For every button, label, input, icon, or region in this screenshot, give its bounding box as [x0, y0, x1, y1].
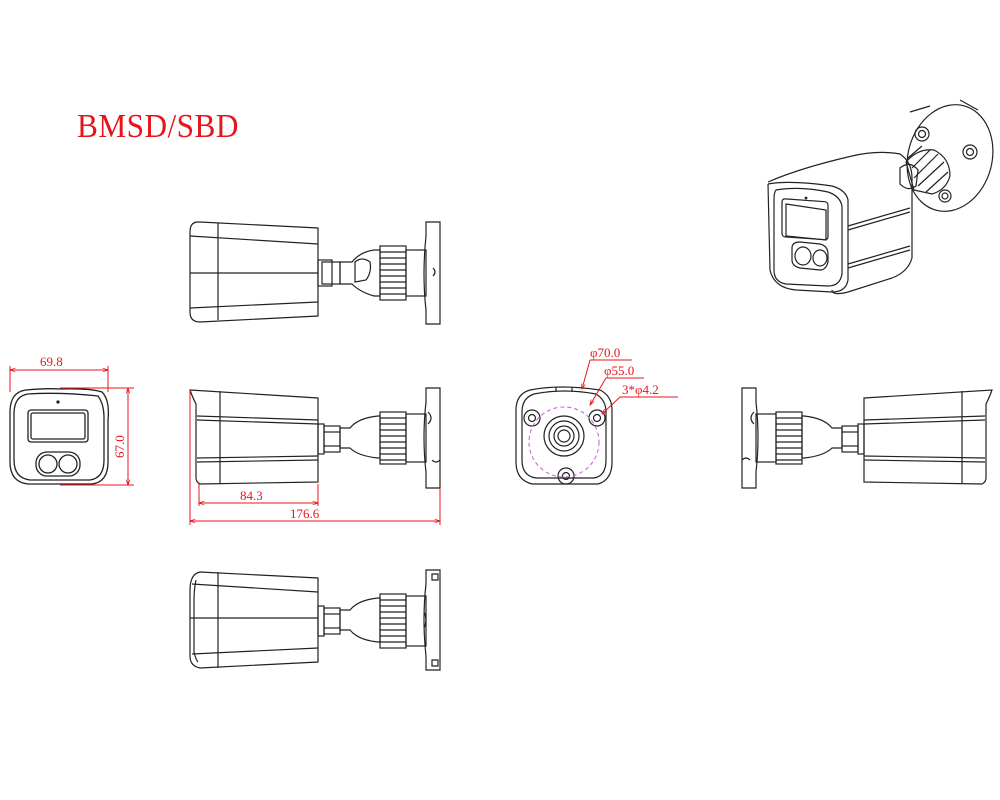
bolt-circle-dimension: φ55.0 [604, 363, 634, 378]
front-width-dimension: 69.8 [40, 354, 63, 369]
bottom-view [189, 569, 441, 671]
drawing-title: BMSD/SBD [77, 108, 239, 145]
front-view: 69.8 67.0 [9, 354, 134, 485]
front-height-dimension: 67.0 [112, 435, 127, 458]
top-view [189, 221, 441, 325]
mount-base-view: φ70.0 φ55.0 3*φ4.2 [515, 345, 678, 485]
outer-diameter-dimension: φ70.0 [590, 345, 620, 360]
holes-dimension: 3*φ4.2 [622, 382, 659, 397]
body-length-dimension: 84.3 [240, 488, 263, 503]
total-length-dimension: 176.6 [290, 506, 320, 521]
isometric-view [767, 99, 994, 295]
side-view: 84.3 176.6 [189, 387, 441, 525]
mirrored-side-view [741, 387, 993, 489]
